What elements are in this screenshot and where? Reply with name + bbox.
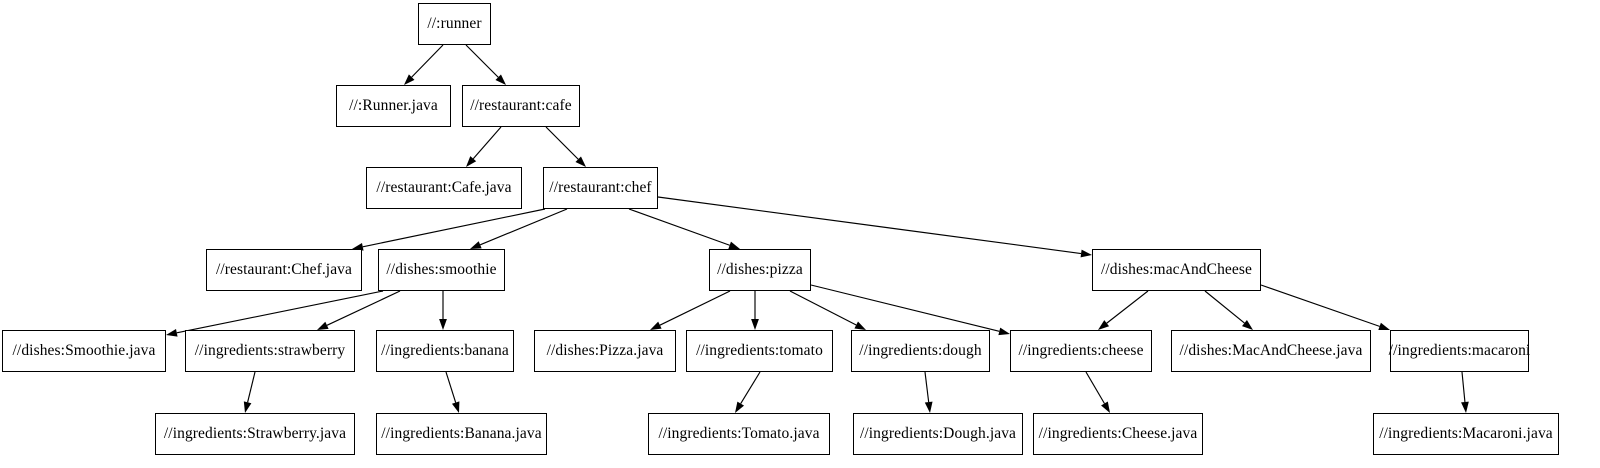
graph-node-label: //ingredients:Banana.java [381,425,542,443]
graph-node-ing_dough[interactable]: //ingredients:dough [851,330,990,372]
graph-node-dishes_pizza[interactable]: //dishes:pizza [709,249,811,291]
graph-node-cafe_java[interactable]: //restaurant:Cafe.java [366,167,522,209]
graph-node-dough_java[interactable]: //ingredients:Dough.java [853,413,1023,455]
graph-node-ing_cheese[interactable]: //ingredients:cheese [1010,330,1152,372]
graph-node-macaroni_java[interactable]: //ingredients:Macaroni.java [1373,413,1559,455]
graph-node-label: //ingredients:macaroni [1388,342,1531,360]
graph-node-label: //ingredients:banana [381,342,509,360]
graph-node-label: //ingredients:strawberry [194,342,346,360]
graph-node-runner[interactable]: //:runner [418,3,491,45]
graph-node-label: //dishes:MacAndCheese.java [1179,342,1363,360]
graph-node-tomato_java[interactable]: //ingredients:Tomato.java [648,413,830,455]
graph-node-label: //ingredients:Strawberry.java [163,425,347,443]
graph-node-label: //ingredients:dough [859,342,982,360]
graph-node-label: //restaurant:Chef.java [215,261,353,279]
graph-node-macncheese_java[interactable]: //dishes:MacAndCheese.java [1171,330,1371,372]
graph-node-label: //dishes:smoothie [386,261,497,279]
graph-node-label: //dishes:Pizza.java [546,342,664,360]
graph-node-ing_banana[interactable]: //ingredients:banana [376,330,514,372]
graph-node-label: //restaurant:cafe [470,97,572,115]
graph-node-label: //dishes:macAndCheese [1100,261,1253,279]
graph-node-label: //ingredients:Tomato.java [658,425,820,443]
graph-node-label: //ingredients:Dough.java [859,425,1017,443]
graph-node-banana_java[interactable]: //ingredients:Banana.java [376,413,547,455]
graph-node-pizza_java[interactable]: //dishes:Pizza.java [534,330,676,372]
graph-node-label: //ingredients:Cheese.java [1038,425,1198,443]
graph-node-smoothie_java[interactable]: //dishes:Smoothie.java [2,330,166,372]
graph-node-runner_java[interactable]: //:Runner.java [336,85,451,127]
graph-node-label: //restaurant:Cafe.java [376,179,512,197]
graph-node-restaurant_cafe[interactable]: //restaurant:cafe [462,85,580,127]
graph-node-dishes_smoothie[interactable]: //dishes:smoothie [378,249,505,291]
graph-node-label: //ingredients:tomato [696,342,823,360]
graph-node-strawberry_java[interactable]: //ingredients:Strawberry.java [155,413,355,455]
graph-node-cheese_java[interactable]: //ingredients:Cheese.java [1033,413,1203,455]
graph-node-chef_java[interactable]: //restaurant:Chef.java [206,249,362,291]
graph-node-ing_strawberry[interactable]: //ingredients:strawberry [185,330,355,372]
graph-node-ing_tomato[interactable]: //ingredients:tomato [686,330,833,372]
graph-node-label: //:Runner.java [349,97,438,115]
graph-node-ing_macaroni[interactable]: //ingredients:macaroni [1388,330,1531,372]
graph-node-label: //ingredients:Macaroni.java [1379,425,1553,443]
graph-node-label: //dishes:pizza [717,261,803,279]
graph-node-dishes_macncheese[interactable]: //dishes:macAndCheese [1092,249,1261,291]
graph-node-label: //ingredients:cheese [1018,342,1144,360]
graph-node-label: //restaurant:chef [549,179,652,197]
graph-node-label: //dishes:Smoothie.java [12,342,156,360]
graph-node-label: //:runner [427,15,482,33]
graph-node-restaurant_chef[interactable]: //restaurant:chef [543,167,658,209]
